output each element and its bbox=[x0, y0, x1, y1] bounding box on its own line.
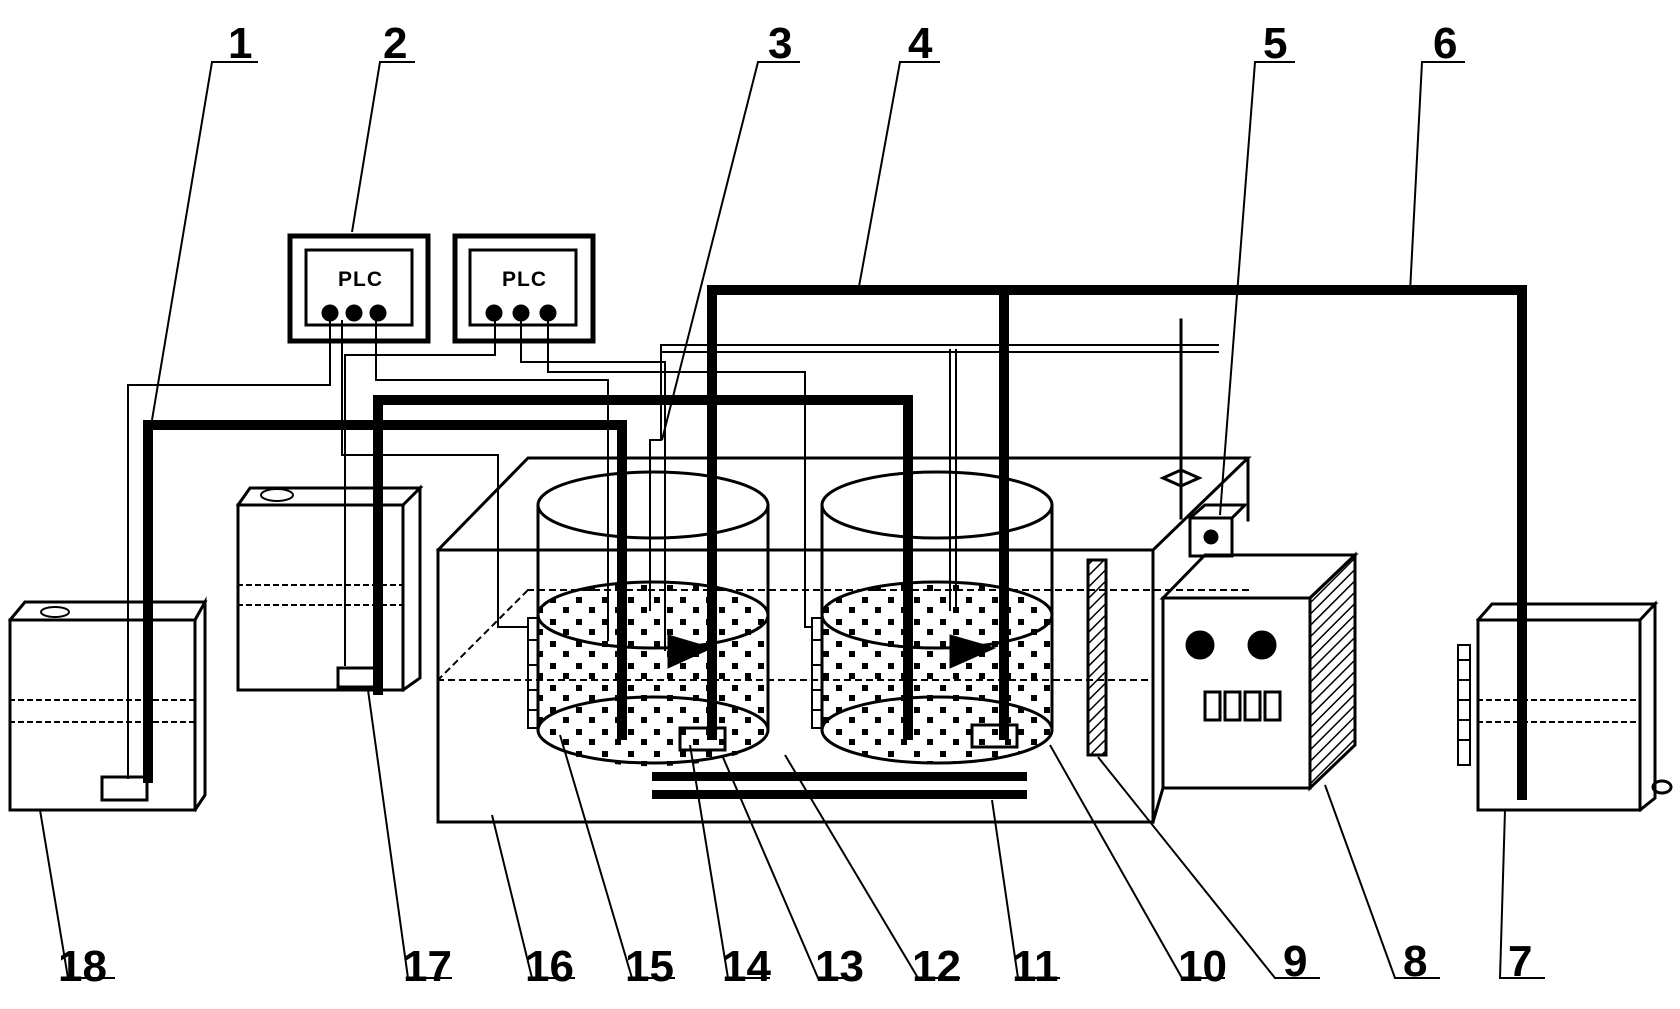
signal-wires bbox=[127, 320, 1219, 779]
heater-11 bbox=[652, 772, 1027, 799]
callout-17: 17 bbox=[403, 942, 452, 991]
plc-label-right: PLC bbox=[502, 268, 547, 291]
unit-5 bbox=[1159, 318, 1249, 558]
plc-panel-right bbox=[452, 233, 596, 344]
callout-14: 14 bbox=[722, 942, 771, 991]
callout-5: 5 bbox=[1263, 19, 1288, 68]
callout-11: 11 bbox=[1012, 942, 1059, 991]
callout-15: 15 bbox=[625, 942, 674, 991]
controller-8 bbox=[1151, 551, 1359, 824]
callout-3: 3 bbox=[768, 19, 793, 68]
callout-1: 1 bbox=[228, 19, 253, 68]
callout-2: 2 bbox=[383, 19, 408, 68]
callout-16: 16 bbox=[525, 942, 574, 991]
tank-7 bbox=[1457, 600, 1673, 813]
callout-10: 10 bbox=[1178, 942, 1227, 991]
callout-6: 6 bbox=[1433, 19, 1458, 68]
callout-9: 9 bbox=[1283, 937, 1308, 986]
callout-18: 18 bbox=[58, 942, 107, 991]
tank-17 bbox=[235, 484, 424, 693]
plc-panel-left bbox=[287, 233, 431, 344]
plc-label-left: PLC bbox=[338, 268, 383, 291]
callout-8: 8 bbox=[1403, 937, 1428, 986]
callout-leaders bbox=[39, 61, 1545, 979]
tank-18 bbox=[7, 596, 208, 813]
thermometer-9 bbox=[1086, 558, 1108, 757]
callout-4: 4 bbox=[908, 19, 933, 68]
callout-13: 13 bbox=[815, 942, 864, 991]
callout-7: 7 bbox=[1508, 937, 1533, 986]
reactor-right bbox=[811, 470, 1054, 765]
feed-pipes bbox=[143, 285, 1527, 800]
reactor-left bbox=[527, 470, 770, 767]
callout-12: 12 bbox=[912, 942, 961, 991]
